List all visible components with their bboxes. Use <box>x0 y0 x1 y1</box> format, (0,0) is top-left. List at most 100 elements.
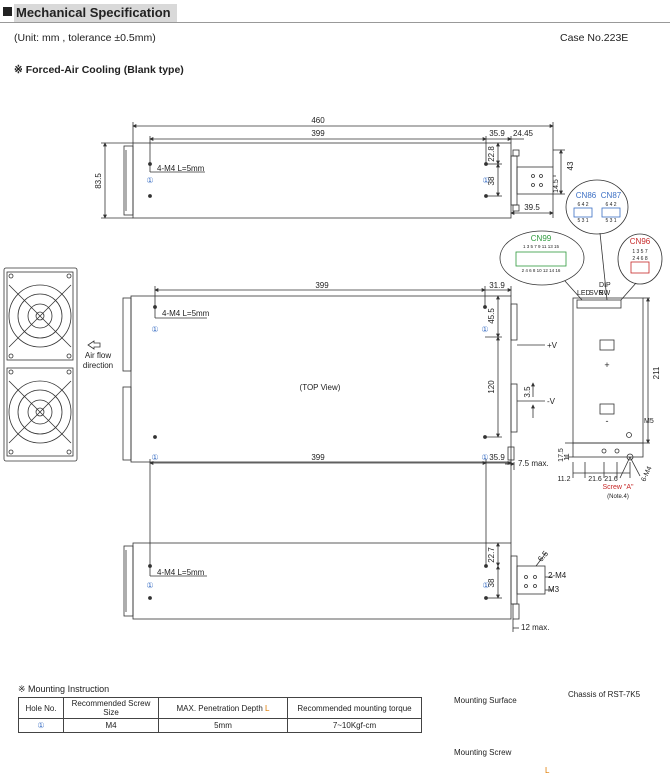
bottom-view-body <box>132 542 512 620</box>
header-rule <box>0 22 670 23</box>
cell-torque: 7~10Kgf-cm <box>287 718 422 733</box>
svr-label: SVR <box>589 290 603 297</box>
mounting-surface-label: Mounting Surface <box>454 696 517 705</box>
bottom-dim-12: 12 max. <box>521 623 549 632</box>
cn99-bubble <box>499 230 585 286</box>
top-vplus: +V <box>547 341 558 350</box>
section-title: Mechanical Specification <box>14 4 177 22</box>
top-dim-3-5: 3.5 <box>523 386 532 398</box>
side-dim-460: 460 <box>311 116 325 125</box>
dip-label: DIP <box>599 282 611 289</box>
side-view-terminal <box>516 166 554 195</box>
cn86-cn87-bubble <box>565 179 629 235</box>
side-dim-83-5: 83.5 <box>94 173 103 189</box>
fan-view <box>3 267 101 462</box>
cn86-label: CN86 <box>576 191 597 200</box>
top-view-body <box>130 295 512 463</box>
top-screw-note: 4-M4 L=5mm <box>162 309 210 318</box>
led-label: LED <box>577 290 591 297</box>
chassis-label: Chassis of RST-7K5 <box>568 690 641 699</box>
mounting-title: ※ Mounting Instruction <box>18 684 110 694</box>
end-6-m4: 6-M4 <box>640 465 653 483</box>
end-dim-211: 211 <box>652 366 661 379</box>
cn99-bot-pins: 2 4 6 8 10 12 14 16 <box>522 268 561 273</box>
side-view-body <box>132 142 512 219</box>
mounting-table: Hole No. Recommended Screw Size MAX. Pen… <box>18 697 422 733</box>
cn96-bot-pins: 2 4 6 8 <box>632 256 648 262</box>
airflow-label: Air flow <box>85 351 111 360</box>
airflow-direction-label: direction <box>83 361 113 370</box>
bottom-2-m4: 2-M4 <box>548 571 567 580</box>
top-dim-7-5: 7.5 max. <box>518 459 549 468</box>
cn87-label: CN87 <box>601 191 622 200</box>
side-dim-22-8: 22.8 <box>487 146 496 162</box>
side-hole-mark-right: ① <box>482 176 489 185</box>
side-view <box>101 122 565 219</box>
cn86-top-pins: 6 4 2 <box>577 202 588 208</box>
side-dim-35-9: 35.9 <box>489 129 505 138</box>
top-hole-mark-4: ① <box>481 453 488 462</box>
note4-label: (Note.4) <box>607 494 629 500</box>
top-dim-399: 399 <box>315 281 329 290</box>
mechanical-drawing: 460 399 35.9 24.45 83.5 22.8 38 43 14.5 … <box>3 116 663 632</box>
top-vminus: -V <box>547 397 556 406</box>
cn99-top-pins: 1 3 5 7 9 11 13 15 <box>523 244 559 249</box>
col-hole-no: Hole No. <box>18 697 64 719</box>
cn96-top-pins: 1 3 5 7 <box>632 249 648 255</box>
cell-screw: M4 <box>63 718 159 733</box>
end-view <box>499 179 663 479</box>
end-plus: + <box>604 360 609 370</box>
table-row: ① M4 5mm 7~10Kgf-cm <box>18 718 422 733</box>
header-square-icon <box>3 7 12 16</box>
bottom-screw-note: 4-M4 L=5mm <box>157 568 205 577</box>
top-dim-31-9: 31.9 <box>489 281 505 290</box>
cell-depth: 5mm <box>158 718 288 733</box>
bottom-dim-399: 399 <box>311 453 325 462</box>
bottom-m3: M3 <box>548 585 560 594</box>
col-torque: Recommended mounting torque <box>287 697 422 719</box>
cn96-bubble <box>617 233 663 285</box>
top-dim-45-5: 45.5 <box>487 308 496 324</box>
bottom-dim-6-5: 6.5 <box>536 549 550 564</box>
cn87-bot-pins: 5 3 1 <box>605 218 616 224</box>
cn86-bot-pins: 5 3 1 <box>577 218 588 224</box>
end-m5: M5 <box>644 418 654 425</box>
sw-label: SW <box>599 290 611 297</box>
col-penetration-label: MAX. Penetration Depth L <box>176 703 270 713</box>
unit-note: (Unit: mm , tolerance ±0.5mm) <box>14 32 156 44</box>
top-hole-mark-3: ① <box>151 453 158 462</box>
end-dim-11: 11 <box>564 453 571 460</box>
section-header: Mechanical Specification <box>0 0 670 24</box>
side-dim-24-45: 24.45 <box>513 129 534 138</box>
case-number: Case No.223E <box>560 32 629 44</box>
fan-view-body <box>3 267 78 462</box>
side-dim-38: 38 <box>487 176 496 185</box>
end-dim-21-6b: 21.6 <box>604 476 618 483</box>
side-dim-39-5: 39.5 <box>524 203 540 212</box>
mounting-screw-label: Mounting Screw <box>454 748 512 757</box>
col-penetration: MAX. Penetration Depth L <box>158 697 288 719</box>
end-dim-11-2: 11.2 <box>557 476 570 483</box>
end-dim-21-6a: 21.6 <box>588 476 602 483</box>
bottom-hole-mark-right: ① <box>482 581 489 590</box>
side-hole-mark-left: ① <box>146 176 153 185</box>
bottom-view <box>123 459 553 632</box>
end-dim-17-5: 17.5 <box>558 448 565 462</box>
penetration-l-highlight: L <box>265 703 270 713</box>
cn87-top-pins: 6 4 2 <box>605 202 616 208</box>
top-hole-mark-1: ① <box>151 325 158 334</box>
bottom-dim-35-9: 35.9 <box>489 453 505 462</box>
side-dim-399: 399 <box>311 129 325 138</box>
top-hole-mark-2: ① <box>481 325 488 334</box>
col-screw-size: Recommended Screw Size <box>63 697 159 719</box>
side-view-fan-cover <box>123 145 134 216</box>
mounting-table-header: Hole No. Recommended Screw Size MAX. Pen… <box>18 697 422 719</box>
top-view-label: (TOP View) <box>300 383 341 392</box>
airflow-arrow-icon <box>87 340 101 350</box>
detail-dim-l: L <box>545 766 550 775</box>
end-minus: - <box>606 416 609 426</box>
side-screw-note: 4-M4 L=5mm <box>157 164 205 173</box>
cooling-note: ※ Forced-Air Cooling (Blank type) <box>14 64 184 76</box>
bottom-dim-38: 38 <box>487 578 496 587</box>
bottom-hole-mark-left: ① <box>146 581 153 590</box>
